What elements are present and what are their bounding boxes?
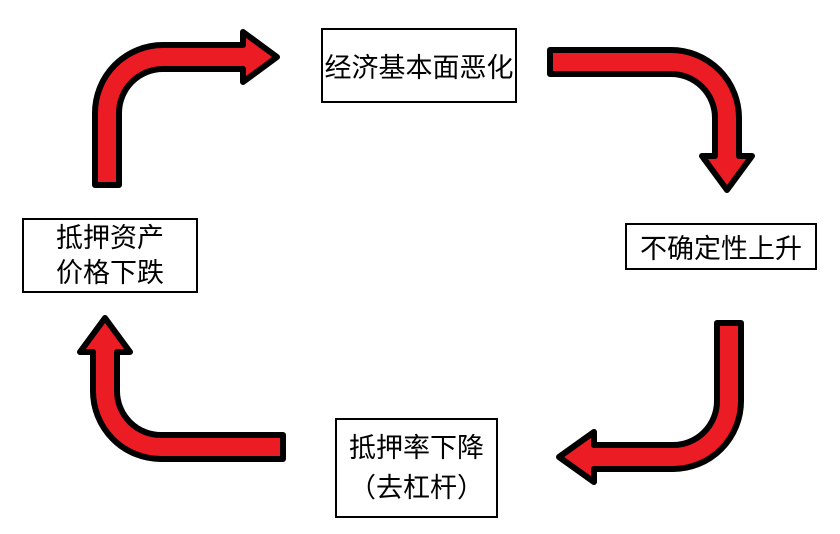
node-label-line-2: （去杠杆） (349, 473, 484, 503)
node-uncertainty-rises: 不确定性上升 (625, 223, 817, 270)
node-economic-fundamentals-worsen: 经济基本面恶化 (321, 28, 517, 103)
node-label: 经济基本面恶化 (324, 53, 514, 83)
arrow-up-then-right-icon (92, 29, 280, 188)
node-label-line-2: 价格下跌 (56, 257, 164, 288)
node-collateral-asset-price-falls: 抵押资产 价格下跌 (22, 218, 198, 293)
node-collateral-rate-declines-deleveraging: 抵押率下降 （去杠杆） (335, 418, 498, 518)
node-label: 不确定性上升 (640, 234, 802, 264)
node-label-line-1: 抵押资产 (56, 222, 164, 253)
arrow-down-then-left-icon (556, 320, 744, 485)
arrow-left-then-up-icon (77, 315, 286, 462)
arrow-right-then-down-icon (547, 47, 755, 193)
node-label-line-1: 抵押率下降 (349, 433, 484, 463)
